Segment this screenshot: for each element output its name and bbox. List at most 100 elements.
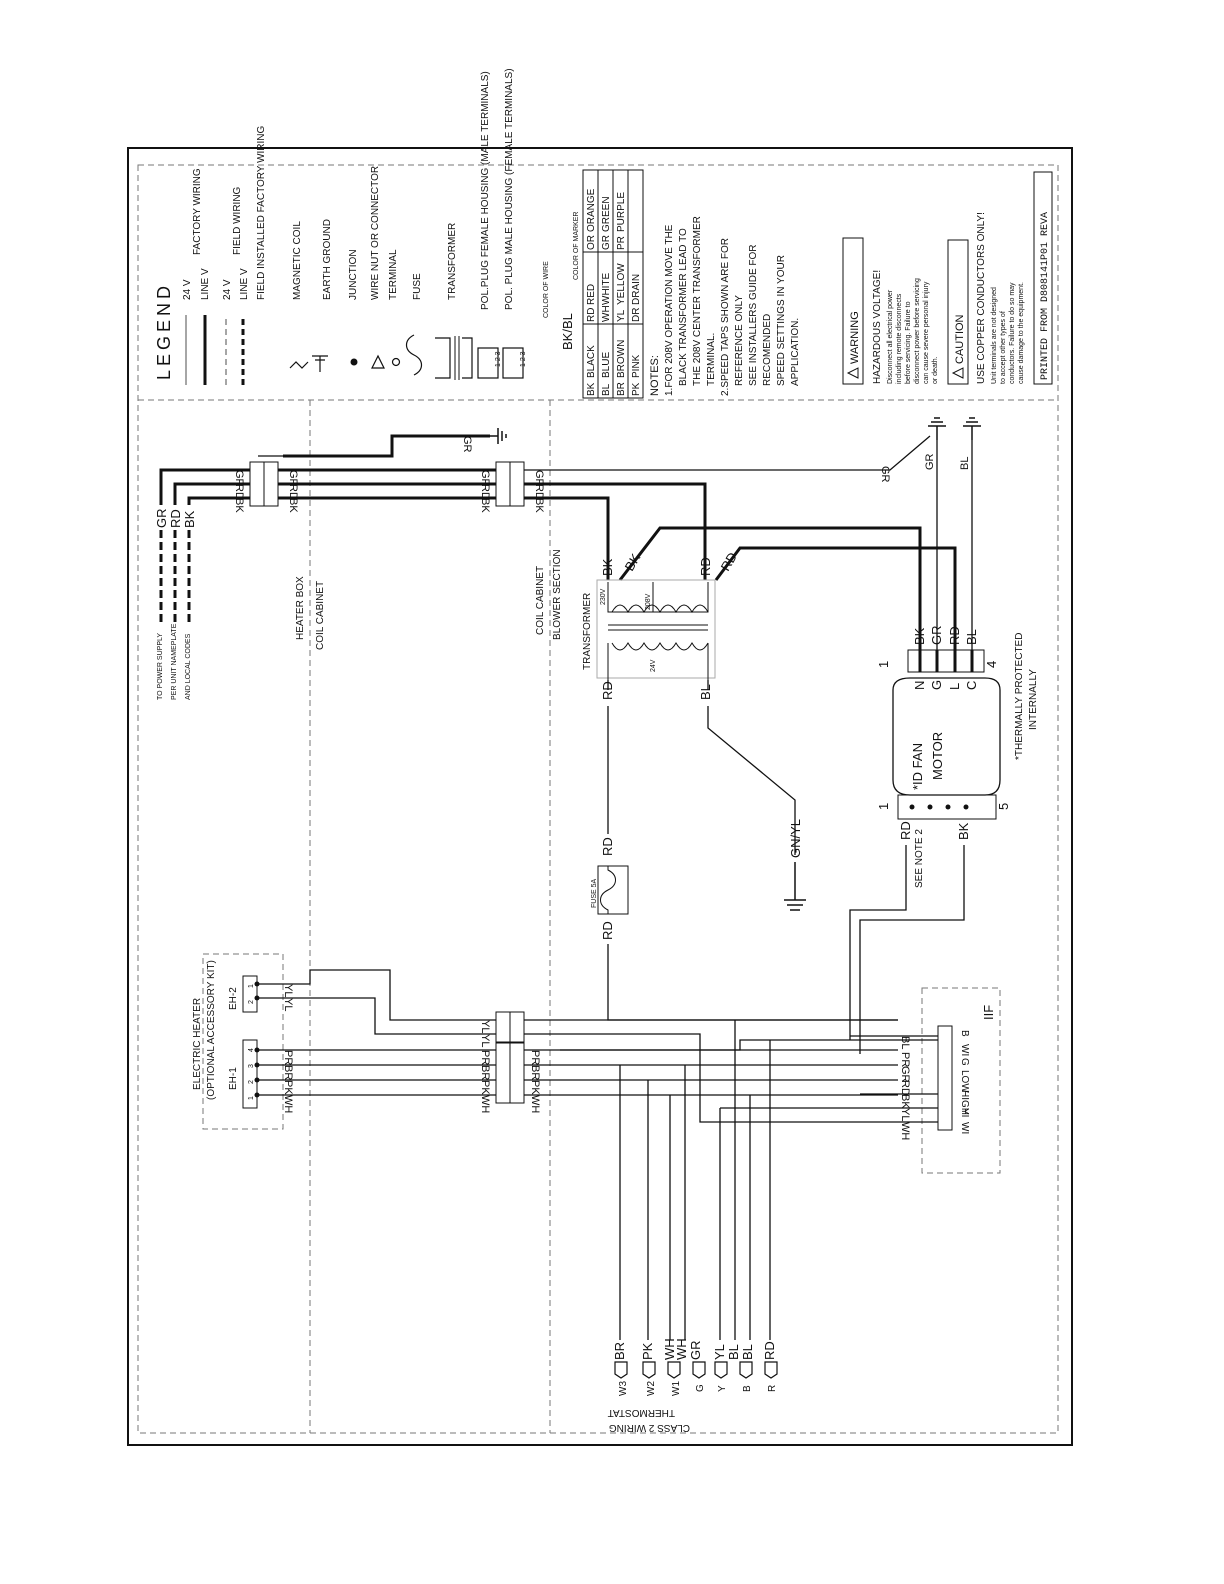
svg-text:WARNING: WARNING bbox=[849, 311, 861, 364]
svg-text:PR: PR bbox=[529, 1050, 541, 1065]
caution-triangle-icon bbox=[951, 367, 964, 379]
svg-text:BR: BR bbox=[479, 1065, 491, 1080]
svg-text:PR: PR bbox=[899, 1052, 911, 1067]
svg-text:G: G bbox=[929, 680, 944, 690]
svg-text:GR: GR bbox=[601, 235, 612, 250]
svg-text:BLOWER SECTION: BLOWER SECTION bbox=[552, 549, 563, 640]
svg-text:BK: BK bbox=[479, 498, 491, 513]
svg-text:BK: BK bbox=[287, 498, 299, 513]
svg-text:PR: PR bbox=[479, 1050, 491, 1065]
electric-heater: ELECTRIC HEATER (OPTIONAL ACCESSORY KIT)… bbox=[192, 953, 284, 1130]
svg-text:RD: RD bbox=[947, 626, 962, 645]
svg-text:REFERENCE ONLY: REFERENCE ONLY bbox=[734, 295, 745, 386]
inner-dashed-border bbox=[137, 164, 1059, 1434]
fuse-label: FUSE 5A bbox=[591, 878, 598, 908]
svg-text:BR: BR bbox=[616, 382, 627, 396]
power-supply-wire-labels: GR RD BK bbox=[154, 509, 197, 529]
svg-text:WH: WH bbox=[282, 1095, 294, 1113]
svg-text:GR: GR bbox=[688, 1341, 703, 1361]
svg-text:RD: RD bbox=[287, 484, 299, 500]
svg-text:B: B bbox=[742, 1385, 753, 1392]
heater-wire-labels: YL YL PR BR PK WH bbox=[282, 984, 294, 1113]
svg-text:YI: YI bbox=[959, 1108, 970, 1117]
svg-text:WH: WH bbox=[899, 1122, 911, 1140]
svg-text:WIRE NUT OR CONNECTOR: WIRE NUT OR CONNECTOR bbox=[370, 166, 381, 300]
svg-text:LINE V: LINE V bbox=[200, 268, 211, 300]
svg-text:or death.: or death. bbox=[932, 356, 939, 384]
thermostat-terminal-labels: W3 W2 W1 G Y B R bbox=[618, 1381, 778, 1396]
svg-text:W1: W1 bbox=[671, 1381, 682, 1396]
svg-text:conductors. Failure to do so m: conductors. Failure to do so may bbox=[1009, 282, 1016, 384]
svg-text:including remote disconnects: including remote disconnects bbox=[896, 293, 903, 384]
svg-text:YL: YL bbox=[616, 309, 627, 322]
notes: NOTES: 1.FOR 208V OPERATION MOVE THE BLA… bbox=[649, 216, 801, 396]
svg-text:BK: BK bbox=[956, 822, 971, 840]
transformer-secondary-wires bbox=[607, 680, 796, 855]
svg-text:RD: RD bbox=[586, 308, 597, 322]
svg-text:RD: RD bbox=[533, 484, 545, 500]
svg-text:BK: BK bbox=[899, 1094, 911, 1109]
heater-wires bbox=[257, 969, 496, 1096]
svg-text:TRANSFORMER: TRANSFORMER bbox=[447, 223, 458, 300]
svg-text:to accept other types of: to accept other types of bbox=[1000, 311, 1007, 384]
svg-text:BL: BL bbox=[698, 684, 713, 700]
svg-text:2.SPEED TAPS SHOWN ARE FOR: 2.SPEED TAPS SHOWN ARE FOR bbox=[720, 238, 731, 396]
svg-text:B: B bbox=[959, 1030, 970, 1037]
power-supply-leads bbox=[159, 530, 191, 622]
svg-text:YL: YL bbox=[479, 1034, 491, 1047]
legend-line-samples bbox=[185, 315, 245, 385]
svg-text:FIELD WIRING: FIELD WIRING bbox=[232, 186, 243, 255]
svg-text:PER UNIT NAMEPLATE: PER UNIT NAMEPLATE bbox=[171, 623, 178, 700]
svg-text:230V: 230V bbox=[600, 588, 607, 605]
svg-text:RD: RD bbox=[233, 484, 245, 500]
printed-from-box bbox=[1033, 171, 1053, 385]
svg-text:Unit terminals are not designe: Unit terminals are not designed bbox=[991, 287, 998, 384]
warning-triangle-icon bbox=[846, 367, 859, 379]
svg-text:RD: RD bbox=[762, 1341, 777, 1360]
svg-text:APPLICATION.: APPLICATION. bbox=[790, 318, 801, 386]
transformer-icon bbox=[435, 336, 473, 380]
svg-text:24 V: 24 V bbox=[182, 279, 193, 300]
svg-text:1.FOR 208V OPERATION MOVE THE: 1.FOR 208V OPERATION MOVE THE bbox=[664, 224, 675, 396]
svg-text:YL: YL bbox=[712, 1344, 727, 1360]
fuse-wire-top: RD bbox=[600, 837, 615, 856]
svg-text:L: L bbox=[947, 683, 962, 690]
svg-text:G: G bbox=[695, 1384, 706, 1392]
svg-text:POL. PLUG MALE HOUSING (FEMALE: POL. PLUG MALE HOUSING (FEMALE TERMINALS… bbox=[504, 68, 515, 310]
svg-text:RD: RD bbox=[698, 557, 713, 576]
svg-text:RD: RD bbox=[600, 681, 615, 700]
svg-text:RD: RD bbox=[899, 1080, 911, 1096]
caution-box: CAUTION USE COPPER CONDUCTORS ONLY! Unit… bbox=[947, 212, 1025, 385]
sheet-border bbox=[127, 147, 1073, 1446]
svg-text:HAZARDOUS VOLTAGE!: HAZARDOUS VOLTAGE! bbox=[872, 270, 883, 384]
svg-text:2: 2 bbox=[248, 1000, 255, 1004]
svg-text:PK: PK bbox=[631, 382, 642, 396]
svg-text:YL: YL bbox=[899, 1108, 911, 1121]
svg-text:GR: GR bbox=[233, 470, 245, 487]
svg-text:PINK: PINK bbox=[631, 354, 642, 378]
svg-text:AND LOCAL CODES: AND LOCAL CODES bbox=[185, 633, 192, 700]
svg-text:HEATER BOX: HEATER BOX bbox=[295, 576, 306, 640]
ground-label-motor-gr: GR bbox=[924, 453, 936, 470]
fuse: RD FUSE 5A RD bbox=[591, 837, 898, 1021]
svg-text:cause damage to the equipment.: cause damage to the equipment. bbox=[1018, 282, 1025, 384]
svg-text:FUSE: FUSE bbox=[412, 273, 423, 300]
svg-text:MOTOR: MOTOR bbox=[930, 732, 945, 780]
wire-nut-icon bbox=[371, 354, 385, 369]
svg-text:GR: GR bbox=[899, 1066, 911, 1083]
svg-text:TERMINAL: TERMINAL bbox=[388, 249, 399, 300]
svg-text:BLACK: BLACK bbox=[586, 345, 597, 378]
plug-heater-box bbox=[249, 461, 279, 507]
svg-text:can cause severe personal inju: can cause severe personal injury bbox=[923, 281, 930, 384]
svg-text:CAUTION: CAUTION bbox=[954, 314, 966, 364]
svg-text:WH: WH bbox=[601, 305, 612, 322]
marker-caption-marker: COLOR OF MARKER bbox=[573, 212, 580, 280]
iif-terminal-labels: WI YI HIGH LOW G WI B bbox=[959, 1030, 970, 1134]
svg-text:W2: W2 bbox=[646, 1381, 657, 1396]
svg-text:EH-1: EH-1 bbox=[228, 1067, 239, 1090]
svg-text:disconnect power before servic: disconnect power before servicing bbox=[914, 278, 921, 384]
legend-title: LEGEND bbox=[154, 282, 174, 380]
svg-text:4: 4 bbox=[984, 661, 999, 668]
svg-text:EH-2: EH-2 bbox=[228, 987, 239, 1010]
printed-from: PRINTED FROM D808141P01 REVA bbox=[1040, 212, 1051, 380]
